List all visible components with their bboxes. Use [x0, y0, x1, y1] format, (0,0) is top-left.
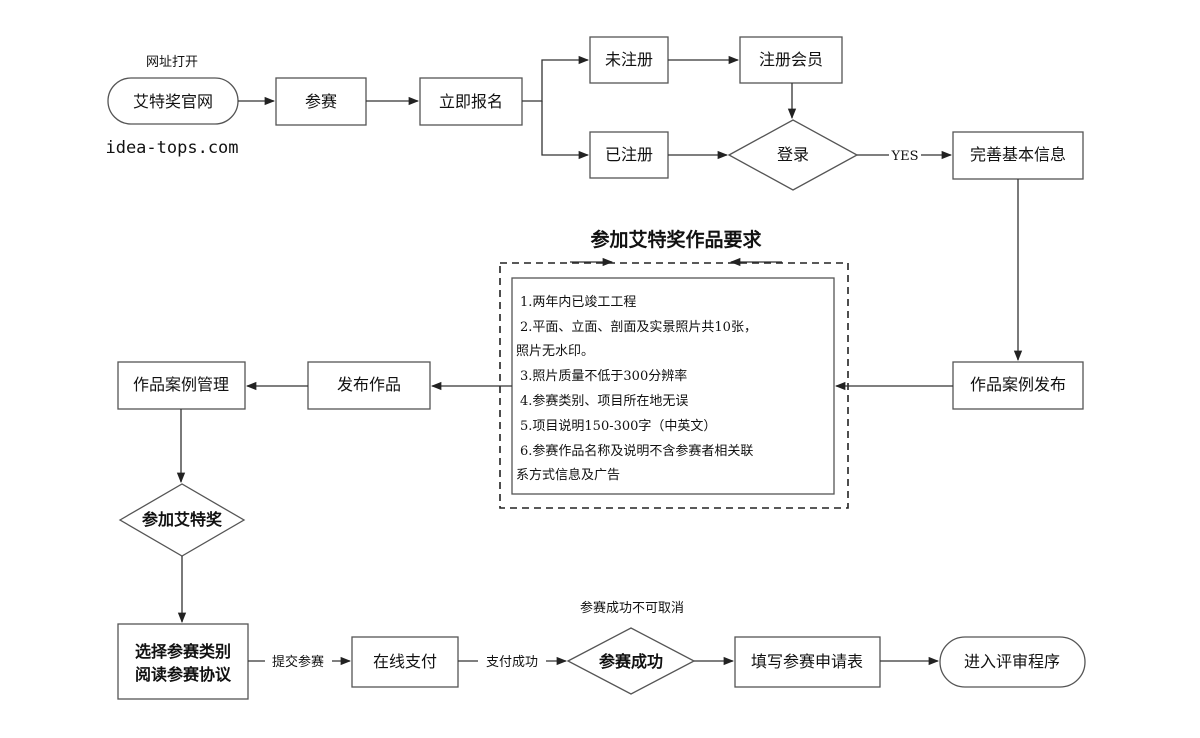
svg-text:选择参赛类别: 选择参赛类别: [135, 642, 231, 661]
requirement-line-3: 3.照片质量不低于300分辨率: [520, 368, 687, 384]
no-cancel-label: 参赛成功不可取消: [580, 600, 684, 616]
node-official-site: 艾特奖官网: [107, 77, 239, 125]
svg-text:发布作品: 发布作品: [337, 375, 401, 394]
node-register-member: 注册会员: [739, 36, 843, 84]
node-case-publish: 作品案例发布: [952, 361, 1084, 410]
requirements-title: 参加艾特奖作品要求: [590, 228, 762, 251]
svg-text:登录: 登录: [777, 145, 809, 164]
node-register-now: 立即报名: [419, 77, 523, 126]
svg-text:进入评审程序: 进入评审程序: [964, 652, 1060, 671]
node-publish-work: 发布作品: [307, 361, 431, 410]
node-not-registered: 未注册: [589, 36, 669, 84]
requirement-line-6b: 系方式信息及广告: [516, 467, 620, 483]
requirement-line-2b: 照片无水印。: [516, 344, 594, 359]
svg-text:作品案例管理: 作品案例管理: [133, 375, 229, 394]
node-online-pay: 在线支付: [351, 636, 459, 688]
svg-text:已注册: 已注册: [605, 145, 653, 164]
svg-text:作品案例发布: 作品案例发布: [970, 375, 1066, 394]
requirements-box: 1.两年内已竣工工程 2.平面、立面、剖面及实景照片共10张， 照片无水印。 3…: [511, 277, 835, 495]
requirement-line-1: 1.两年内已竣工工程: [520, 294, 636, 310]
node-login: 登录: [727, 119, 859, 191]
svg-text:立即报名: 立即报名: [439, 92, 503, 111]
requirement-line-6: 6.参赛作品名称及说明不含参赛者相关联: [520, 443, 753, 459]
requirement-line-5: 5.项目说明150-300字（中英文）: [520, 419, 716, 434]
svg-text:在线支付: 在线支付: [373, 652, 437, 671]
node-enter-review: 进入评审程序: [939, 636, 1086, 688]
svg-text:未注册: 未注册: [605, 50, 653, 69]
node-join-award: 参加艾特奖: [118, 483, 246, 557]
node-fill-form: 填写参赛申请表: [734, 636, 881, 688]
node-select-category: 选择参赛类别 阅读参赛协议: [117, 623, 249, 700]
node-success: 参赛成功: [566, 627, 696, 695]
svg-text:注册会员: 注册会员: [759, 50, 823, 69]
url-text: idea-tops.com: [105, 138, 238, 158]
node-case-manage: 作品案例管理: [117, 361, 246, 410]
pay-success-label: 支付成功: [486, 655, 538, 670]
node-complete-info: 完善基本信息: [952, 131, 1084, 180]
edge-register-not-registered: [522, 55, 590, 102]
svg-text:参赛成功: 参赛成功: [599, 652, 663, 671]
edge-register-registered: [541, 101, 590, 160]
submit-label: 提交参赛: [272, 654, 324, 670]
svg-text:阅读参赛协议: 阅读参赛协议: [135, 665, 232, 684]
svg-text:参赛: 参赛: [305, 92, 337, 111]
yes-label: YES: [891, 149, 919, 164]
svg-text:艾特奖官网: 艾特奖官网: [133, 92, 213, 111]
requirement-line-2: 2.平面、立面、剖面及实景照片共10张，: [520, 320, 757, 335]
requirement-line-4: 4.参赛类别、项目所在地无误: [520, 393, 688, 409]
url-open-label: 网址打开: [146, 55, 198, 70]
node-participate: 参赛: [275, 77, 367, 126]
node-registered: 已注册: [589, 131, 669, 179]
svg-text:参加艾特奖: 参加艾特奖: [142, 510, 223, 529]
svg-text:填写参赛申请表: 填写参赛申请表: [751, 652, 863, 671]
svg-text:完善基本信息: 完善基本信息: [970, 145, 1066, 164]
